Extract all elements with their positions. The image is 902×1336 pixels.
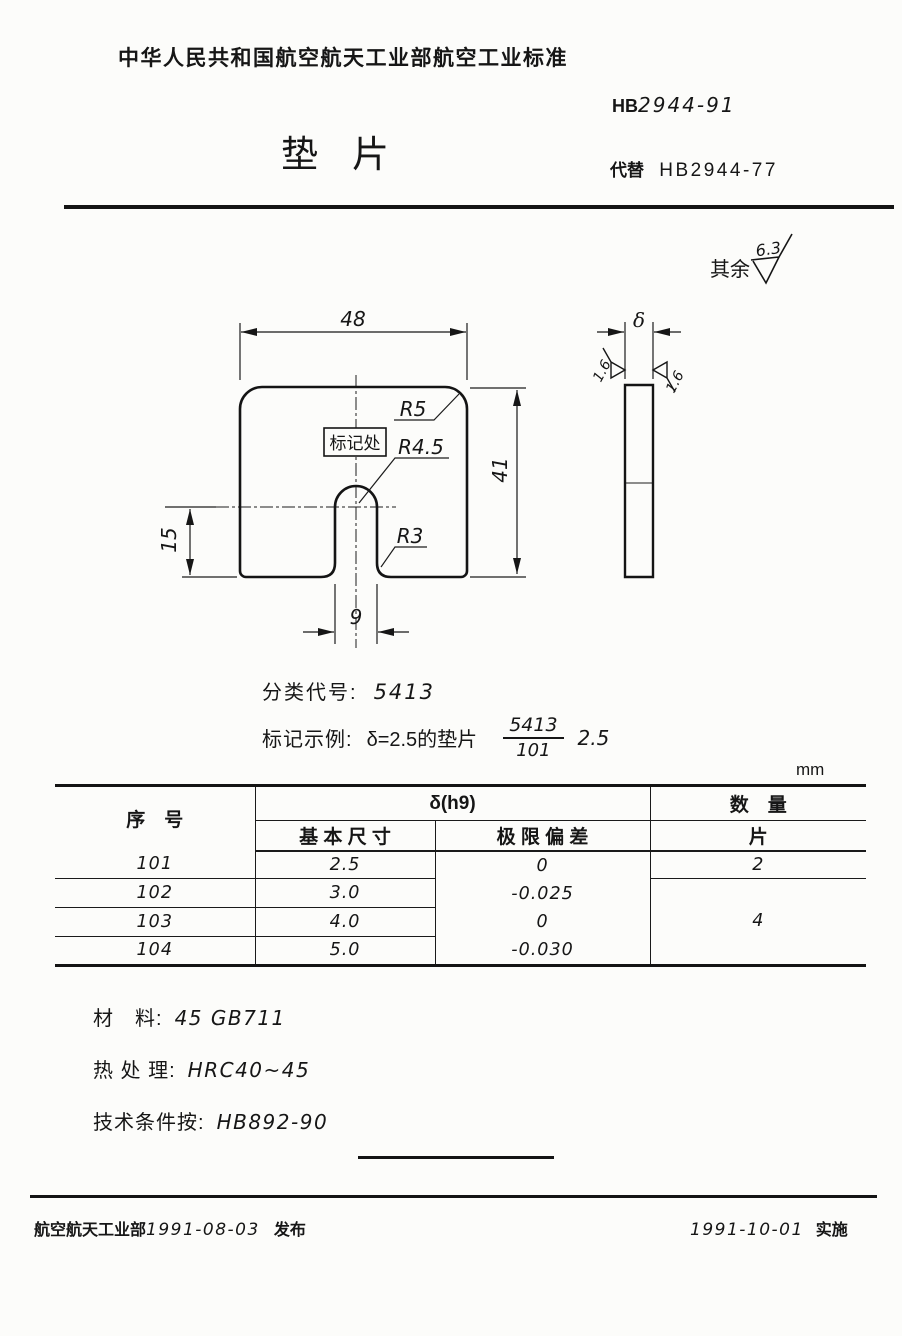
table-row: 101 2.5 0 -0.025 2 [55, 850, 867, 908]
basic-size-cell: 3.0 [255, 878, 436, 908]
classification-value: 5413 [373, 680, 436, 704]
serial-cell: 101 [55, 850, 256, 879]
tech-conditions-note: 技术条件按: HB892-90 [93, 1106, 328, 1135]
end-of-document-line [358, 1156, 554, 1159]
dim-thickness-label: δ [633, 308, 645, 332]
footer-divider [30, 1195, 877, 1198]
surface-finish-symbol-left [602, 347, 627, 380]
dim-width-label: 48 [340, 307, 365, 331]
col-header-delta: δ(h9) [255, 785, 651, 821]
deviation-cell: 0 -0.030 [435, 907, 651, 965]
dim-height-label: 41 [488, 457, 512, 482]
deviation-lower: -0.025 [511, 883, 574, 904]
marking-example-desc: δ=2.5的垫片 [366, 729, 478, 751]
replaces-label: 代替 [610, 161, 644, 180]
deviation-lower: -0.030 [511, 939, 574, 960]
tech-conditions-value: HB892-90 [216, 1110, 329, 1134]
general-finish-label: 其余 [710, 258, 750, 281]
classification-line: 分类代号: 5413 [262, 676, 435, 705]
replaces-line: 代替 HB2944-77 [610, 156, 778, 182]
heat-treatment-value: HRC40~45 [187, 1058, 311, 1082]
doc-number-value: 2944-91 [638, 93, 736, 117]
marking-example-line: 标记示例: δ=2.5的垫片 5413 101 2.5 [262, 714, 609, 761]
col-header-basic: 基 本 尺 寸 [255, 820, 436, 852]
unit-label: mm [796, 760, 825, 779]
table-row: 104 5.0 [55, 936, 866, 965]
marking-fraction-numerator: 5413 [503, 714, 564, 739]
footer-implementation-line: 1991-10-01 实施 [690, 1216, 848, 1240]
serial-cell: 102 [55, 878, 256, 908]
tech-conditions-label: 技术条件按: [93, 1112, 205, 1134]
issue-label: 发布 [273, 1222, 306, 1239]
serial-cell: 103 [55, 907, 256, 937]
deviation-upper: 0 [536, 855, 549, 876]
page-title: 垫片 [281, 134, 423, 175]
basic-size-cell: 5.0 [255, 936, 436, 965]
basic-size-cell: 4.0 [255, 907, 436, 937]
issuing-authority: 航空航天工业部 [34, 1222, 147, 1239]
col-header-serial: 序 号 [55, 785, 256, 851]
side-view-outline [623, 383, 655, 579]
standard-header: 中华人民共和国航空航天工业部航空工业标准 [118, 47, 568, 70]
qty-cell: 4 [752, 911, 765, 932]
corner-radius-label: R5 [400, 397, 427, 421]
implementation-date: 1991-10-01 [690, 1220, 804, 1240]
material-note: 材 料: 45 GB711 [93, 1002, 286, 1031]
mark-location-box [323, 427, 387, 457]
plate-outline [238, 385, 469, 579]
table-row: 102 3.0 4 [55, 878, 866, 931]
marking-example-label: 标记示例: [262, 729, 353, 751]
qty-cell: 2 [650, 850, 867, 879]
basic-size-cell: 2.5 [255, 850, 436, 879]
marking-fraction: 5413 101 [503, 714, 564, 761]
deviation-upper: 0 [536, 911, 549, 932]
col-header-deviation: 极 限 偏 差 [435, 820, 651, 852]
general-finish-value: 6.3 [754, 238, 782, 260]
slot-bottom-radius-label: R3 [397, 524, 424, 548]
extension-lines [165, 322, 654, 644]
implementation-label: 实施 [815, 1222, 848, 1239]
table-row: 103 4.0 0 -0.030 [55, 907, 866, 965]
technical-drawing: 48 41 15 9 δ R5 R4.5 R3 标记处 1.6 1.6 其余 6… [157, 233, 793, 648]
header-divider [64, 205, 894, 209]
surface-finish-symbol-right [651, 360, 676, 393]
material-value: 45 GB711 [174, 1006, 286, 1030]
doc-number: HB2944-91 [612, 93, 736, 118]
marking-thickness-value: 2.5 [577, 725, 610, 750]
classification-label: 分类代号: [262, 682, 358, 704]
radius-leaders [358, 393, 460, 568]
heat-treatment-label: 热 处 理: [93, 1060, 176, 1082]
serial-cell: 104 [55, 936, 256, 965]
general-finish-symbol [750, 233, 793, 285]
issue-date: 1991-08-03 [146, 1220, 260, 1240]
mark-location-label: 标记处 [330, 434, 381, 453]
footer-issue-line: 航空航天工业部1991-08-03 发布 [34, 1216, 306, 1240]
marking-fraction-denominator: 101 [516, 740, 551, 761]
slot-top-radius-label: R4.5 [398, 435, 444, 459]
doc-number-prefix: HB [612, 96, 638, 116]
replaces-number: HB2944-77 [659, 160, 778, 181]
material-label: 材 料: [93, 1008, 163, 1030]
dim-slot-depth-label: 15 [157, 527, 181, 552]
col-header-qty-unit: 片 [650, 820, 867, 852]
col-header-qty: 数 量 [650, 785, 867, 821]
dim-slot-width-label: 9 [350, 605, 363, 629]
heat-treatment-note: 热 处 理: HRC40~45 [93, 1054, 310, 1083]
spec-table: 序 号 δ(h9) 数 量 基 本 尺 寸 极 限 偏 差 片 101 2.5 … [55, 784, 867, 967]
deviation-cell: 0 -0.025 [435, 850, 651, 908]
